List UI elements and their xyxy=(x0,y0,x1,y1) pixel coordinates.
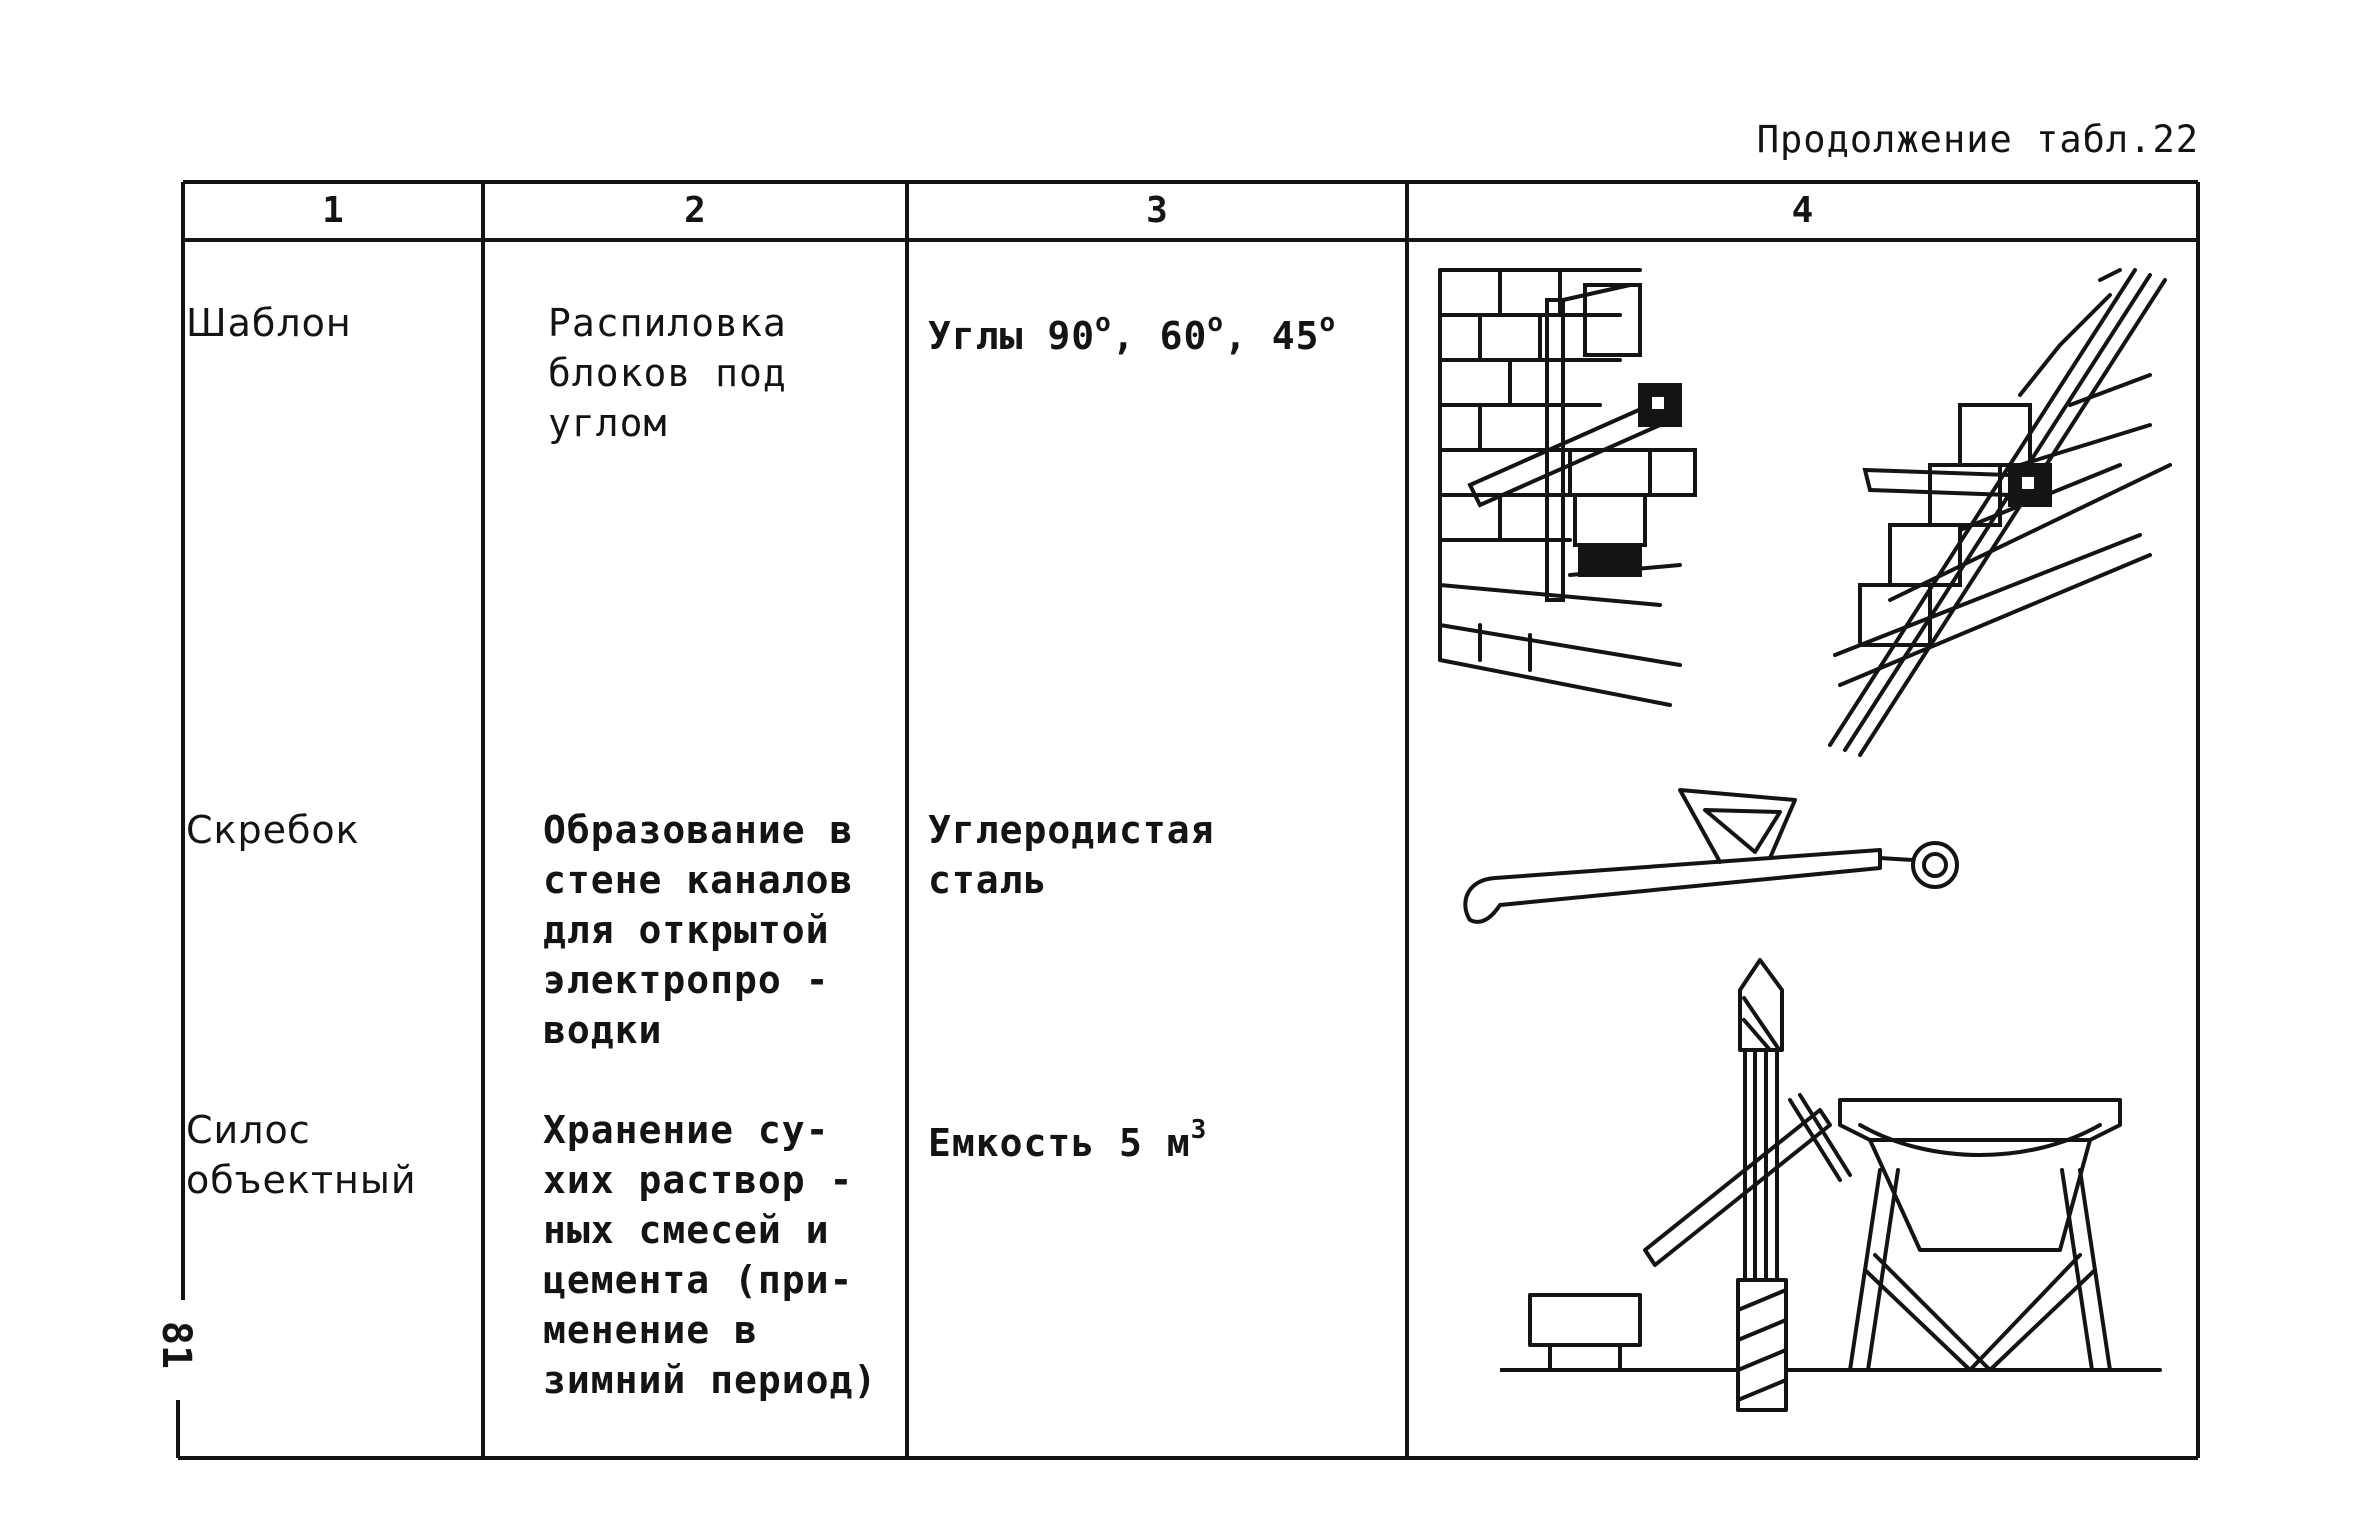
row-3-spec: Емкость 5 м3 xyxy=(928,1115,1208,1165)
row-3-name: Силос объектный xyxy=(186,1108,417,1202)
saw-template-illustration xyxy=(1420,255,2190,775)
header-col-1: 1 xyxy=(322,190,344,231)
page-number: 81 xyxy=(153,1320,200,1370)
header-col-3: 3 xyxy=(1146,190,1168,231)
row-1-name: Шаблон xyxy=(186,301,352,345)
row-2-spec: Углеродистая сталь xyxy=(928,808,1215,902)
row-3-purpose: Хранение су- хих раствор - ных смесей и … xyxy=(543,1108,878,1402)
silo-illustration xyxy=(1500,950,2180,1440)
row-1-purpose: Распиловка блоков под углом xyxy=(548,301,787,445)
scraper-illustration xyxy=(1450,780,1990,960)
table-caption: Продолжение табл.22 xyxy=(1756,118,2199,161)
header-col-4: 4 xyxy=(1791,190,1814,231)
row-2-purpose: Образование в стене каналов для открытой… xyxy=(543,808,854,1052)
row-1-spec: Углы 90о, 60о, 45о xyxy=(928,308,1337,358)
header-col-2: 2 xyxy=(684,190,706,231)
row-2-name: Скребок xyxy=(186,808,360,852)
